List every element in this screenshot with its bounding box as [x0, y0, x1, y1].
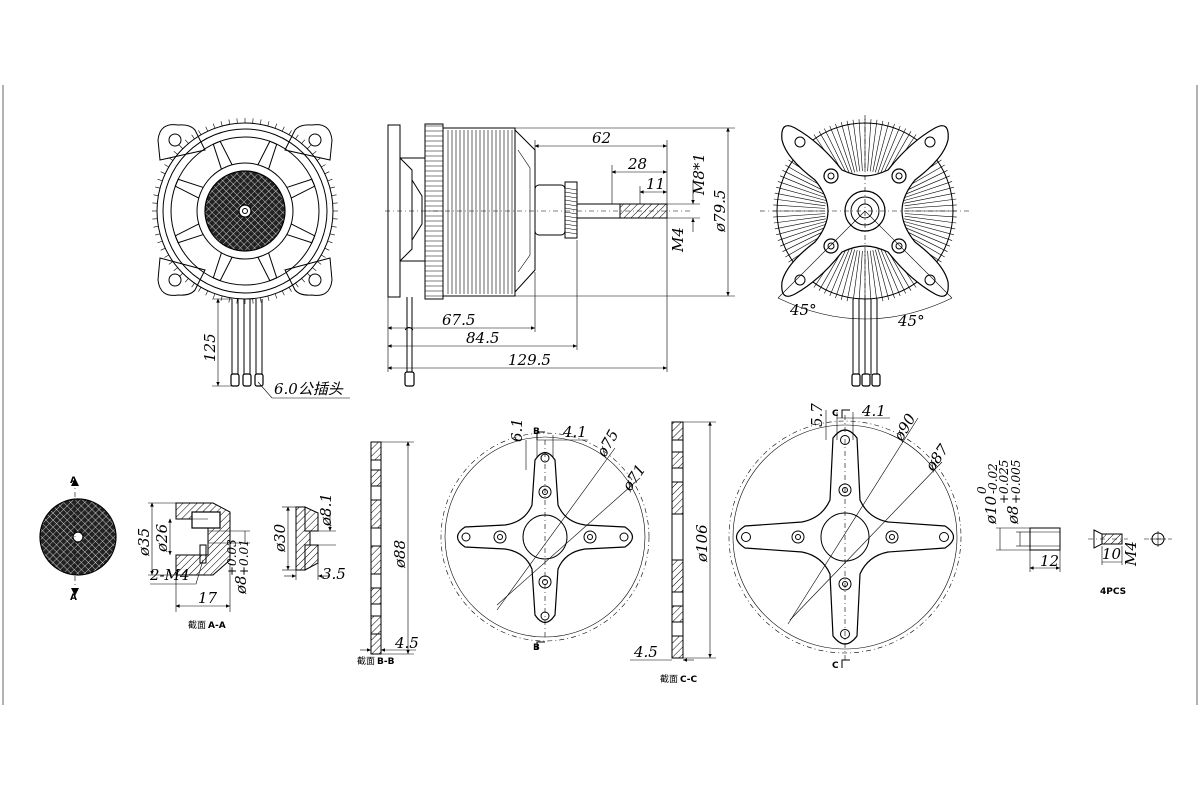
- b-d6-1: 6.1: [508, 418, 526, 442]
- shaft-flat-11: 11: [646, 175, 665, 193]
- shaft-length-28: 28: [627, 155, 647, 173]
- rear-view: 45° 45°: [760, 115, 970, 387]
- front-view: 125 6.0公插头: [152, 118, 350, 399]
- length-84-5: 84.5: [466, 329, 499, 347]
- length-67-5: 67.5: [442, 311, 475, 329]
- a-d8-tol-lower: +0.01: [237, 539, 251, 576]
- a-d8-tol-upper: +0.03: [225, 539, 239, 576]
- shaft-length-62: 62: [592, 129, 611, 147]
- marker-b-bottom: B: [533, 643, 540, 653]
- bushing-d10-upper: 0: [975, 486, 989, 494]
- screw-m4: M4: [669, 227, 687, 253]
- connector-label: 6.0公插头: [274, 380, 344, 398]
- c-d90: ø90: [889, 410, 919, 445]
- a-d8: ø8: [232, 575, 250, 595]
- c-thick: 4.5: [633, 643, 658, 661]
- b-title-id: B-B: [377, 657, 395, 667]
- section-c-c: ø106 4.5 截面 C-C: [630, 421, 716, 685]
- washer: ø30 ø8.1 3.5: [271, 493, 346, 583]
- angle-right: 45°: [897, 312, 925, 330]
- section-a-disc: A A: [39, 476, 117, 603]
- length-129-5: 129.5: [508, 351, 551, 369]
- bushing-d10: ø10: [982, 495, 1000, 525]
- a-d35: ø35: [135, 528, 153, 557]
- bushing-d8-upper: +0.025: [997, 460, 1011, 504]
- marker-c-top: C: [832, 409, 839, 419]
- c-d106: ø106: [693, 524, 711, 563]
- screw-len: 10: [1102, 545, 1122, 563]
- marker-a-bottom: A: [70, 593, 77, 603]
- washer-d30: ø30: [271, 523, 289, 553]
- marker-b-top: B: [533, 427, 540, 437]
- b-d4-1: 4.1: [562, 423, 587, 441]
- b-thick: 4.5: [394, 634, 419, 652]
- mount-c: ø90 ø87 5.7 4.1 C C: [728, 402, 962, 671]
- diameter-79-5: ø79.5: [711, 190, 729, 233]
- marker-a-top: A: [70, 476, 77, 486]
- c-title-prefix: 截面: [660, 673, 678, 685]
- thread-m8: M8*1: [690, 153, 708, 196]
- bushing: ø10 0 -0.02 ø8 +0.025 +0.005 12: [975, 460, 1061, 572]
- lead-length-label: 125: [201, 333, 219, 362]
- b-d88: ø88: [391, 540, 409, 569]
- b-d75: ø75: [592, 427, 622, 461]
- bushing-len: 12: [1040, 552, 1059, 570]
- b-title-prefix: 截面: [357, 655, 375, 667]
- mount-b: ø75 ø71 6.1 4.1 B B: [440, 418, 649, 653]
- a-len17: 17: [198, 589, 218, 607]
- a-screws: 2-M4: [149, 566, 190, 584]
- a-d26: ø26: [153, 523, 171, 553]
- section-b-b: ø88 4.5 截面 B-B: [357, 441, 419, 667]
- a-title-prefix: 截面: [188, 619, 206, 631]
- washer-d8-1: ø8.1: [317, 493, 335, 527]
- c-title-id: C-C: [680, 675, 698, 685]
- c-d4-1: 4.1: [861, 402, 886, 420]
- screw: 10 M4 4PCS: [1088, 529, 1172, 597]
- screw-qty: 4PCS: [1100, 587, 1126, 597]
- bushing-d8-lower: +0.005: [1009, 460, 1023, 504]
- screw-thread: M4: [1122, 541, 1140, 567]
- marker-c-bottom: C: [832, 661, 839, 671]
- washer-thick: 3.5: [322, 565, 346, 583]
- angle-left: 45°: [789, 301, 817, 319]
- a-title-id: A-A: [208, 621, 226, 631]
- b-d71: ø71: [618, 461, 649, 495]
- c-d87: ø87: [921, 441, 953, 476]
- bushing-d8: ø8: [1004, 505, 1022, 525]
- c-d5-7: 5.7: [808, 403, 826, 427]
- section-a-a: ø35 ø26 2-M4 17 ø8 +0.03 +0.01 截面 A-A: [135, 502, 251, 631]
- side-view: 62 28 11 M8*1 M4 ø79.5 67.5 84.5 129.5: [385, 123, 735, 387]
- bushing-d10-lower: -0.02: [986, 463, 1000, 494]
